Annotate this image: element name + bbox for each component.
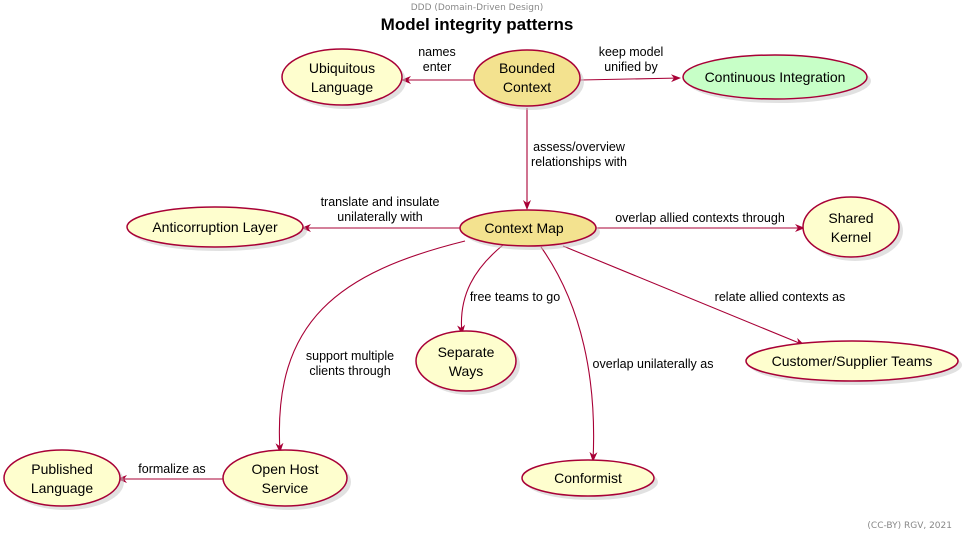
edge-contextmap-to-open-host	[275, 240, 466, 453]
edge-label-overlap-unilaterally: overlap unilaterally as	[593, 357, 714, 371]
edge-label-relate-allied: relate allied contexts as	[715, 290, 846, 304]
node-label-customer-supplier-teams: Customer/Supplier Teams	[772, 353, 933, 369]
diagram-title: Model integrity patterns	[381, 15, 574, 34]
node-continuous-integration: Continuous Integration	[682, 54, 871, 103]
edge-contextmap-to-customer-supplier	[562, 245, 805, 346]
node-label-anticorruption-layer: Anticorruption Layer	[152, 219, 278, 235]
edge-contextmap-to-conformist	[540, 246, 598, 462]
edges-layer	[117, 74, 805, 483]
edge-label-free-teams: free teams to go	[470, 290, 560, 304]
edge-label-formalize-as: formalize as	[138, 462, 205, 476]
edge-contextmap-to-separate-ways	[457, 244, 504, 335]
node-label-conformist: Conformist	[554, 470, 622, 486]
diagram-footer: (CC-BY) RGV, 2021	[867, 521, 952, 531]
edge-bounded-to-ci	[579, 74, 681, 83]
node-customer-supplier-teams: Customer/Supplier Teams	[745, 340, 962, 385]
node-anticorruption-layer: Anticorruption Layer	[126, 206, 307, 251]
node-context-map: Context Map	[459, 209, 600, 250]
node-label-continuous-integration: Continuous Integration	[705, 69, 846, 85]
node-label-context-map: Context Map	[484, 220, 564, 236]
node-conformist: Conformist	[521, 459, 658, 500]
diagram-header: DDD (Domain-Driven Design)	[411, 3, 543, 13]
edge-label-overlap-allied: overlap allied contexts through	[615, 211, 785, 225]
